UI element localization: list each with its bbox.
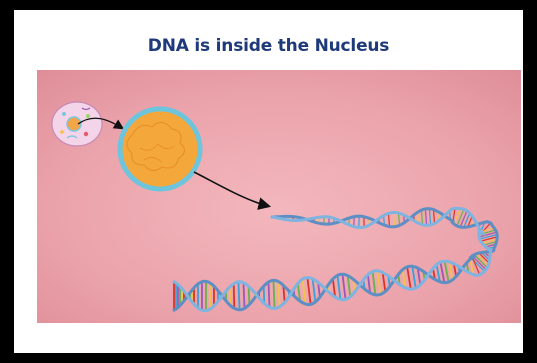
animal-cell-icon bbox=[52, 102, 102, 146]
dna-base-pair bbox=[269, 282, 270, 307]
dna-base-pair bbox=[273, 280, 274, 308]
dna-illustration bbox=[14, 10, 523, 353]
slide-card: DNA is inside the Nucleus bbox=[14, 10, 523, 353]
dna-base-pair bbox=[249, 286, 250, 304]
dna-base-pair bbox=[234, 284, 235, 309]
dna-base-pair bbox=[238, 282, 239, 310]
dna-base-pair bbox=[244, 283, 245, 309]
nucleus-icon bbox=[120, 109, 200, 189]
dna-base-pair bbox=[279, 282, 280, 307]
